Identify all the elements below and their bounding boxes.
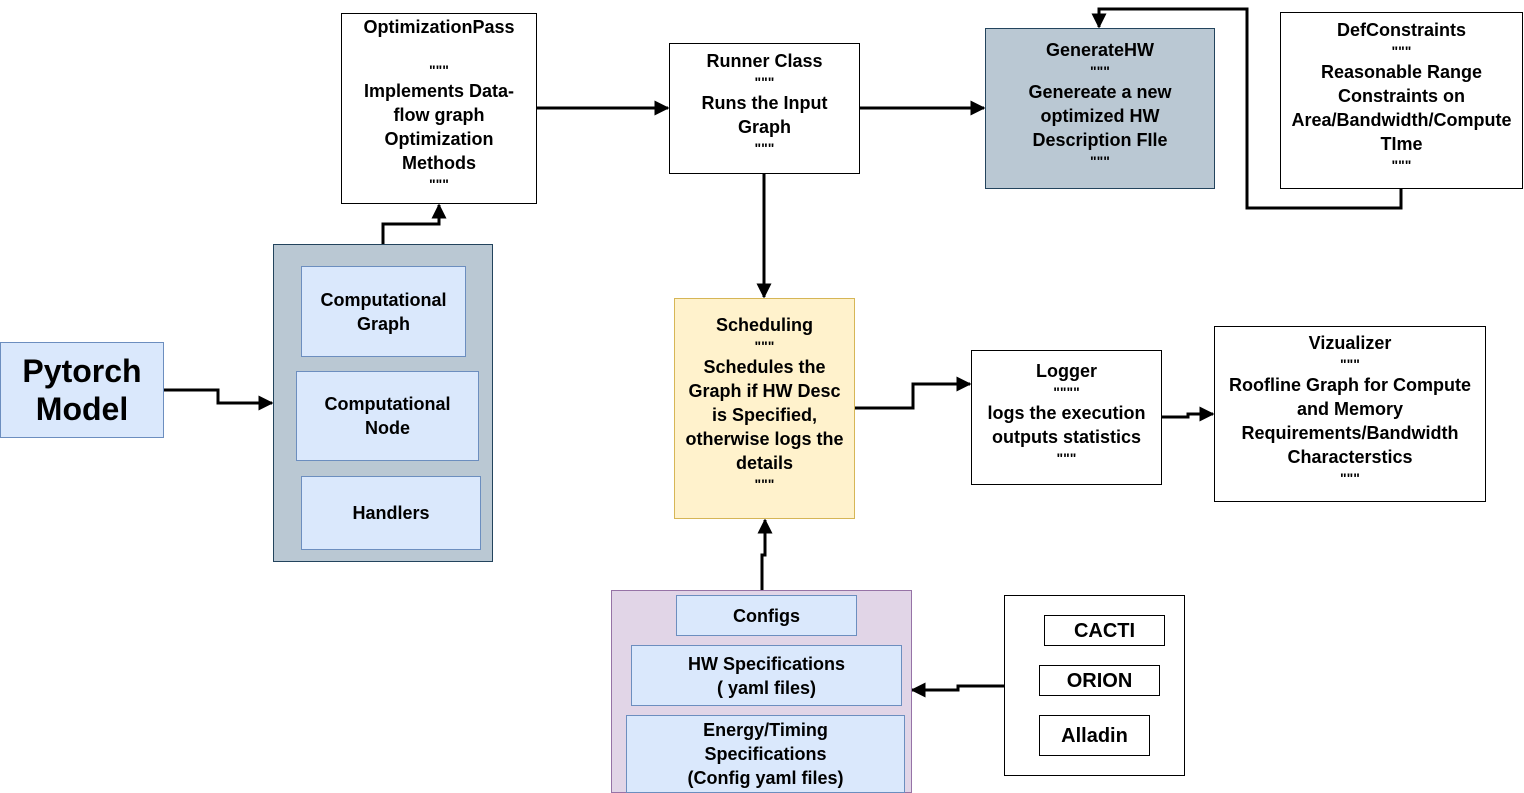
configs-label: Configs	[733, 605, 800, 626]
def-constraints-line-4: TIme	[1380, 134, 1423, 154]
vizualizer-quote-close: """	[1340, 470, 1360, 486]
def-constraints-quote-close: """	[1391, 157, 1412, 173]
pytorch-model-line-2: Model	[35, 391, 129, 427]
scheduling-line-2: Graph if HW Desc	[688, 381, 841, 401]
cacti-label: CACTI	[1073, 619, 1136, 642]
scheduling-line-1: Schedules the	[703, 357, 826, 377]
scheduling-title: Scheduling	[715, 315, 813, 335]
def-constraints-line-2: Constraints on	[1337, 86, 1465, 106]
energy-timing-specifications-box: Energy/Timing Specifications (Config yam…	[626, 715, 905, 793]
pytorch-model-box: Pytorch Model	[0, 342, 164, 438]
generate-hw-line-3: Description FIle	[1032, 130, 1168, 150]
alladin-box: Alladin	[1039, 715, 1150, 756]
runner-class-quote-open: """	[754, 74, 775, 90]
vizualizer-line-2: and Memory	[1296, 399, 1404, 419]
optimization-pass-quote-open: """	[429, 62, 449, 78]
runner-class-line-2: Graph	[737, 117, 791, 137]
optimization-pass-title: OptimizationPass	[363, 17, 515, 37]
computational-graph-line-1: Computational	[320, 289, 447, 310]
logger-quote-close: """	[1056, 450, 1077, 466]
connector-pytorch-to-graph	[163, 388, 274, 411]
runner-class-line-1: Runs the Input	[701, 93, 828, 113]
logger-title: Logger	[1036, 361, 1097, 381]
def-constraints-quote-open: """	[1391, 43, 1412, 59]
scheduling-line-3: is Specified,	[711, 405, 818, 425]
optimization-pass-box: OptimizationPass """ Implements Data- fl…	[341, 13, 537, 204]
generate-hw-quote-close: """	[1090, 153, 1110, 169]
pytorch-model-line-1: Pytorch	[22, 353, 142, 389]
optimization-pass-line-4: Methods	[402, 153, 476, 173]
hw-specifications-box: HW Specifications ( yaml files)	[631, 645, 902, 706]
connector-configs-to-scheduling	[757, 518, 773, 590]
logger-line-2: outputs statistics	[991, 427, 1142, 447]
energy-timing-line-1: Energy/Timing	[703, 720, 828, 740]
scheduling-line-5: details	[735, 453, 794, 473]
logger-box: Logger """" logs the execution outputs s…	[971, 350, 1162, 485]
def-constraints-title: DefConstraints	[1336, 20, 1466, 40]
vizualizer-line-4: Characterstics	[1287, 447, 1413, 467]
computational-node-box: Computational Node	[296, 371, 479, 461]
connector-constraints-to-generatehw	[1091, 7, 1403, 210]
scheduling-quote-close: """	[754, 476, 775, 492]
connector-tools-to-configs	[910, 682, 1004, 698]
runner-class-title: Runner Class	[706, 51, 823, 71]
scheduling-quote-open: """	[754, 338, 775, 354]
configs-box: Configs	[676, 595, 857, 636]
generate-hw-title: GenerateHW	[1045, 40, 1155, 60]
computational-node-line-2: Node	[365, 418, 410, 438]
cacti-box: CACTI	[1044, 615, 1165, 646]
vizualizer-line-3: Requirements/Bandwidth	[1241, 423, 1459, 443]
hw-specifications-line-1: HW Specifications	[687, 653, 846, 674]
connector-graph-to-optimization	[381, 203, 447, 244]
optimization-pass-line-2: flow graph	[393, 105, 485, 125]
optimization-pass-line-3: Optimization	[384, 129, 494, 149]
computational-graph-box: Computational Graph	[301, 266, 466, 357]
generate-hw-line-2: optimized HW	[1040, 106, 1160, 126]
computational-graph-line-2: Graph	[356, 313, 410, 334]
connector-scheduling-to-logger	[855, 376, 972, 410]
runner-class-box: Runner Class """ Runs the Input Graph ""…	[669, 43, 860, 174]
def-constraints-line-3: Area/Bandwidth/Compute	[1291, 110, 1512, 130]
generate-hw-box: GenerateHW """ Genereate a new optimized…	[985, 28, 1215, 189]
runner-class-quote-close: """	[754, 140, 775, 156]
energy-timing-line-2: Specifications	[704, 744, 827, 764]
generate-hw-line-1: Genereate a new	[1028, 82, 1172, 102]
handlers-box: Handlers	[301, 476, 481, 550]
scheduling-line-4: otherwise logs the	[685, 429, 844, 449]
energy-timing-line-3: (Config yaml files)	[687, 768, 844, 788]
logger-quote-open: """"	[1053, 384, 1080, 400]
orion-label: ORION	[1066, 669, 1133, 692]
scheduling-box: Scheduling """ Schedules the Graph if HW…	[674, 298, 855, 519]
vizualizer-line-1: Roofline Graph for Compute	[1229, 375, 1471, 395]
alladin-label: Alladin	[1061, 724, 1128, 747]
vizualizer-title: Vizualizer	[1308, 333, 1392, 353]
vizualizer-quote-open: """	[1340, 356, 1360, 372]
vizualizer-box: Vizualizer """ Roofline Graph for Comput…	[1214, 326, 1486, 502]
optimization-pass-quote-close: """	[429, 176, 449, 192]
def-constraints-line-1: Reasonable Range	[1320, 62, 1483, 82]
handlers-label: Handlers	[352, 503, 430, 523]
connector-logger-to-vizualizer	[1161, 406, 1215, 422]
logger-line-1: logs the execution	[987, 403, 1146, 423]
optimization-pass-line-1: Implements Data-	[363, 81, 515, 101]
hw-specifications-line-2: ( yaml files)	[716, 677, 817, 698]
orion-box: ORION	[1039, 665, 1160, 696]
computational-node-line-1: Computational	[324, 394, 451, 414]
def-constraints-box: DefConstraints """ Reasonable Range Cons…	[1280, 12, 1523, 189]
generate-hw-quote-open: """	[1090, 63, 1110, 79]
